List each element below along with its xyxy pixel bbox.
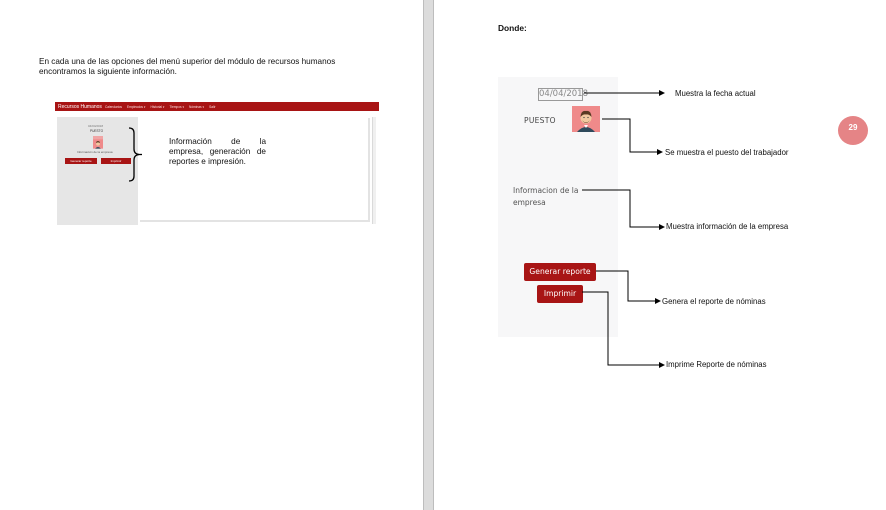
thumb-menu-item: Historial ▾ <box>150 104 165 109</box>
callout-arrows <box>582 90 665 368</box>
document-page-left: En cada una de las opciones del menú sup… <box>0 0 423 510</box>
thumb-menu-item: Salir <box>209 104 216 109</box>
thumb-info: Información de la empresa <box>77 150 113 154</box>
thumb-puesto: PUESTO <box>90 129 104 133</box>
print-button[interactable]: Imprimir <box>537 285 583 303</box>
thumb-menu-item: Nóminas ▾ <box>189 104 205 109</box>
thumb-menu-item: Calendarios <box>105 104 123 109</box>
thumb-print-button: Imprimir <box>101 158 131 164</box>
thumb-brand: Recursos Humanos <box>58 103 102 110</box>
document-page-right: Donde: 04/04/2018 PUESTO Informacion de … <box>434 0 886 510</box>
page-gutter <box>423 0 434 510</box>
arrow-generate <box>596 270 661 304</box>
arrow-info <box>582 189 665 230</box>
page-number-badge: 29 <box>838 116 868 145</box>
person-avatar-icon <box>572 106 600 132</box>
brace-description: Información de la empresa, generación de… <box>169 137 266 166</box>
intro-paragraph: En cada una de las opciones del menú sup… <box>39 57 336 76</box>
thumb-menu-item: Empleados ▾ <box>127 104 146 109</box>
thumb-date: 04/04/2018 <box>88 124 104 128</box>
callout-date: Muestra la fecha actual <box>675 89 756 98</box>
thumb-sidebar: 04/04/2018 PUESTO Información de la empr… <box>57 117 138 225</box>
date-field[interactable]: 04/04/2018 <box>538 88 588 101</box>
thumb-menu-item: Tiempos ▾ <box>169 104 185 109</box>
puesto-label: PUESTO <box>524 116 556 125</box>
module-screenshot: Recursos Humanos Calendarios Empleados ▾… <box>55 102 379 226</box>
sidebar-panel: 04/04/2018 PUESTO Informacion de la empr… <box>498 77 618 337</box>
callout-print: Imprime Reporte de nóminas <box>666 360 767 369</box>
callout-puesto: Se muestra el puesto del trabajador <box>665 148 789 157</box>
arrow-print <box>582 291 665 368</box>
callout-info: Muestra información de la empresa <box>666 222 789 231</box>
callout-generate: Genera el reporte de nóminas <box>662 297 766 306</box>
thumb-menu: Calendarios Empleados ▾ Historial ▾ Tiem… <box>105 105 216 109</box>
generate-report-button[interactable]: Generar reporte <box>524 263 596 281</box>
arrow-puesto <box>602 118 663 155</box>
thumb-scrollbar <box>372 117 376 224</box>
thumb-navbar: Recursos Humanos Calendarios Empleados ▾… <box>55 102 379 111</box>
donde-heading: Donde: <box>498 23 527 33</box>
brace-icon <box>128 127 142 182</box>
thumb-content-area <box>140 118 370 222</box>
thumb-avatar-icon <box>93 136 103 149</box>
company-info-text: Informacion de la empresa <box>513 186 579 207</box>
thumb-generate-button: Generar reporte <box>65 158 97 164</box>
